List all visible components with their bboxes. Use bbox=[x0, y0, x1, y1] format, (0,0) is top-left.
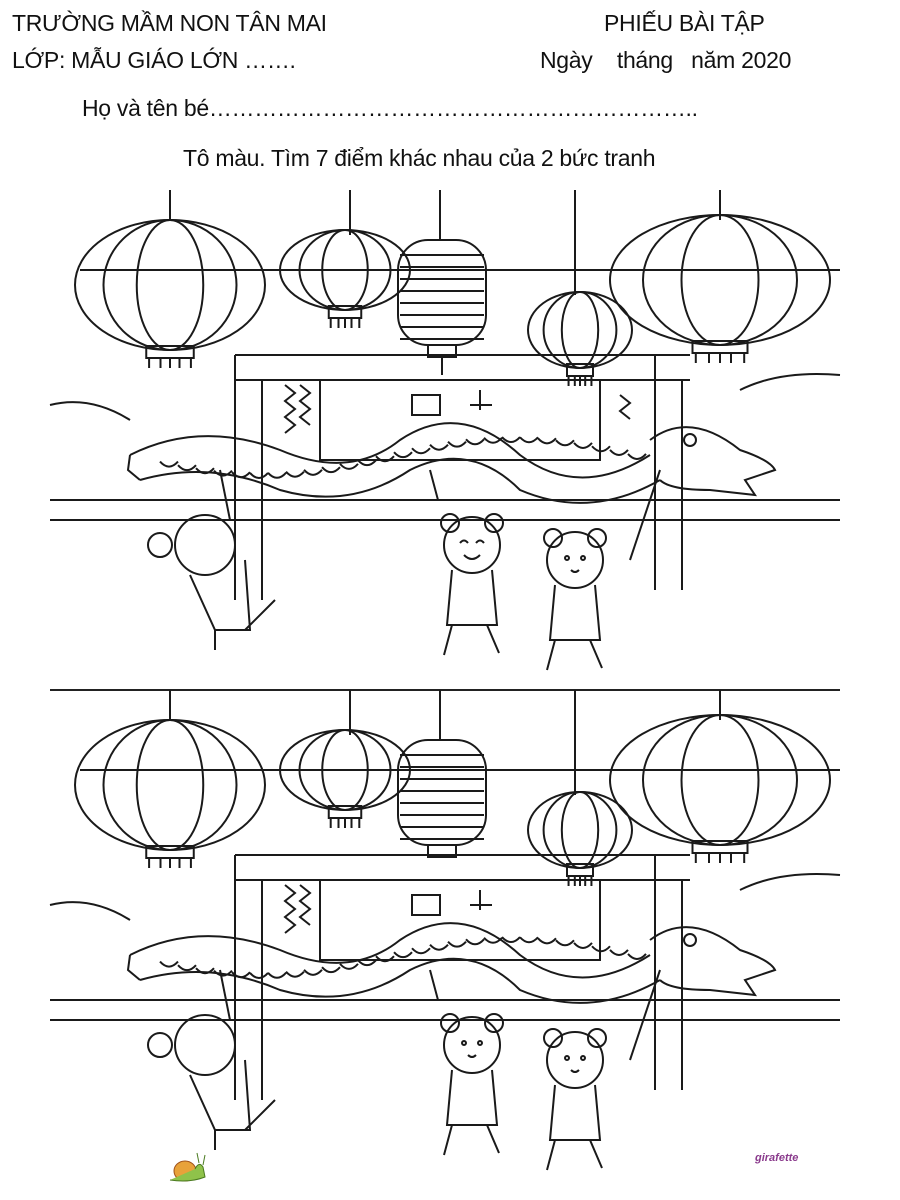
lantern-cylinder bbox=[397, 739, 487, 858]
class-label: LỚP: MẪU GIÁO LỚN ……. bbox=[12, 47, 296, 73]
date-line: Ngày tháng năm 2020 bbox=[540, 47, 792, 73]
lantern-round-left bbox=[74, 719, 266, 868]
school-name: TRƯỜNG MẦM NON TÂN MAI bbox=[12, 10, 327, 36]
lantern-small-right bbox=[527, 791, 633, 886]
picture-top bbox=[49, 190, 841, 671]
instruction: Tô màu. Tìm 7 điểm khác nhau của 2 bức t… bbox=[183, 145, 656, 171]
bear-right bbox=[543, 528, 607, 671]
bear-right bbox=[543, 1028, 607, 1171]
lantern-cylinder bbox=[397, 239, 487, 375]
lantern-round-left bbox=[74, 219, 266, 368]
lantern-round-right bbox=[609, 714, 831, 863]
bear-middle bbox=[440, 1013, 504, 1156]
lantern-round-right bbox=[609, 214, 831, 363]
worksheet-title: PHIẾU BÀI TẬP bbox=[604, 10, 765, 36]
picture-bottom bbox=[49, 690, 841, 1171]
lantern-small-right bbox=[527, 291, 633, 386]
lantern-small-left bbox=[279, 229, 411, 328]
snail-logo bbox=[165, 1143, 210, 1183]
stage-frame bbox=[49, 269, 841, 600]
dragon bbox=[126, 422, 777, 504]
lantern-small-left bbox=[279, 729, 411, 828]
student-name-line: Họ và tên bé……………………………………………………….. bbox=[82, 95, 698, 121]
garland bbox=[283, 384, 312, 434]
bear-back bbox=[147, 969, 276, 1150]
dragon bbox=[126, 922, 777, 1004]
bear-back bbox=[147, 469, 276, 650]
garland bbox=[283, 884, 312, 934]
girafette-logo: girafette bbox=[755, 1152, 799, 1164]
bear-middle bbox=[440, 513, 504, 656]
